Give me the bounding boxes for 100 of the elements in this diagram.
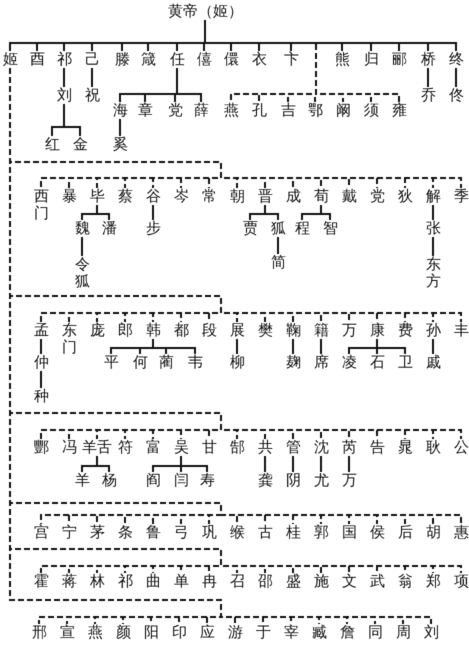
surname-text: 党 (370, 188, 385, 205)
surname-text: 何 (133, 354, 148, 371)
surname-text: 麹 (286, 354, 301, 371)
surname-text: 公 (454, 439, 469, 456)
surname-text: 张 (426, 220, 441, 237)
surname-text: 臧 (312, 624, 327, 641)
surname-text: 桥 (421, 51, 436, 68)
surname-text: 郭 (314, 524, 329, 541)
tree-connector (81, 237, 83, 256)
surname-text: 蔺 (159, 354, 174, 371)
tree-connector (320, 456, 322, 472)
surname-text: 羊舌 (82, 439, 112, 456)
tree-connector (320, 339, 322, 354)
surname-text: 席 (314, 354, 329, 371)
surname-text: 卞 (284, 51, 299, 68)
surname-text: 须 (364, 102, 379, 119)
surname-text: 奚 (113, 136, 128, 153)
surname-text: 项 (454, 573, 469, 590)
surname-text: 应 (200, 624, 215, 641)
surname-text: 林 (90, 573, 105, 590)
tree-connector (427, 68, 429, 87)
surname-text: 己 (85, 51, 100, 68)
surname-text: 管 (286, 439, 301, 456)
surname-text: 成 (286, 188, 301, 205)
surname-text: 万 (342, 472, 357, 489)
surname-text: 宁 (62, 524, 77, 541)
tree-connector (432, 339, 434, 354)
tree-connector (432, 237, 434, 256)
surname-text: 霍 (34, 573, 49, 590)
surname-text: 步 (146, 220, 161, 237)
surname-text: 阎 (146, 472, 161, 489)
tree-connector (249, 204, 279, 221)
surname-text: 康 (370, 322, 385, 339)
surname-text: 于 (256, 624, 271, 641)
surname-text: 谷 (146, 188, 161, 205)
surname-text: 章 (138, 102, 153, 119)
surname-text: 阳 (144, 624, 159, 641)
surname-text: 冯 (62, 439, 77, 456)
surname-text: 费 (398, 322, 413, 339)
surname-text: 朝 (230, 188, 245, 205)
surname-text: 鲁 (146, 524, 161, 541)
surname-text: 西门 (34, 188, 49, 221)
surname-text: 寿 (200, 472, 215, 489)
surname-text: 宣 (60, 624, 75, 641)
surname-text: 岑 (174, 188, 189, 205)
ancestor-name: 黄帝（姬） (168, 3, 243, 20)
surname-text: 颜 (116, 624, 131, 641)
tree-connector (292, 456, 294, 472)
surname-text: 戴 (342, 188, 357, 205)
surname-text: 贾 (243, 220, 258, 237)
surname-text: 凌 (342, 354, 357, 371)
surname-text: 酆 (34, 439, 49, 456)
surname-text: 箴 (141, 51, 156, 68)
surname-text: 郎 (118, 322, 133, 339)
tree-connector (236, 339, 238, 354)
surname-text: 薛 (194, 102, 209, 119)
surname-text: 戚 (426, 354, 441, 371)
surname-text: 桂 (286, 524, 301, 541)
surname-text: 游 (228, 624, 243, 641)
surname-text: 石 (370, 354, 385, 371)
surname-text: 孔 (252, 102, 267, 119)
surname-text: 耿 (426, 439, 441, 456)
surname-text: 缑 (230, 524, 245, 541)
surname-text: 甘 (202, 439, 217, 456)
surname-text: 东方 (426, 256, 441, 289)
surname-text: 鄂 (308, 102, 323, 119)
tree-connector (264, 456, 266, 472)
surname-text: 智 (323, 220, 338, 237)
surname-text: 召 (230, 573, 245, 590)
surname-text: 雍 (392, 102, 407, 119)
surname-text: 程 (295, 220, 310, 237)
surname-text: 曲 (146, 573, 161, 590)
tree-connector (40, 371, 42, 388)
surname-text: 文 (342, 573, 357, 590)
surname-text: 巩 (202, 524, 217, 541)
tree-connector (51, 103, 81, 137)
surname-text: 印 (172, 624, 187, 641)
surname-text: 解 (426, 188, 441, 205)
surname-text: 蔡 (118, 188, 133, 205)
surname-text: 柳 (230, 354, 245, 371)
tree-connector (348, 338, 406, 355)
surname-text: 龚 (258, 472, 273, 489)
surname-text: 共 (258, 439, 273, 456)
tree-connector (204, 19, 400, 103)
surname-text: 吴 (174, 439, 189, 456)
tree-connector (119, 67, 202, 103)
surname-text: 终 (449, 51, 464, 68)
surname-text: 姬 (3, 51, 18, 68)
surname-text: 祁 (118, 573, 133, 590)
surname-text: 丰 (454, 322, 469, 339)
tree-connector (348, 456, 350, 472)
surname-text: 阚 (336, 102, 351, 119)
surname-text: 宫 (34, 524, 49, 541)
surname-text: 晋 (258, 188, 273, 205)
surname-text: 阴 (286, 472, 301, 489)
surname-text: 红 (45, 136, 60, 153)
surname-text: 孟 (34, 322, 49, 339)
surname-text: 种 (34, 388, 49, 405)
surname-text: 段 (202, 322, 217, 339)
surname-text: 后 (398, 524, 413, 541)
